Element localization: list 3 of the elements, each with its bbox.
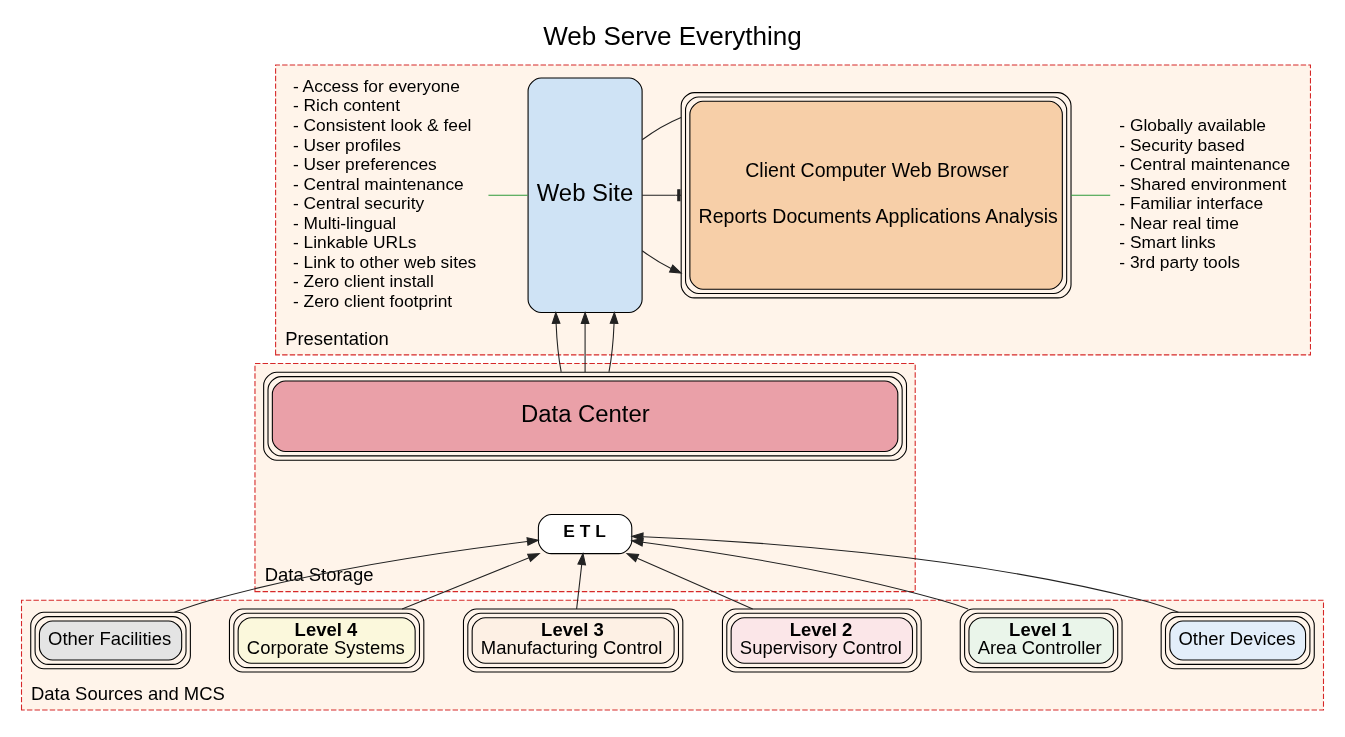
diagram-title: Web Serve Everything [543,20,802,51]
node-text: - Access for everyone - Rich content - Consistent look & feel - User profiles - User preferences - Central maintenance - Central security - Multi-lingual - Linkable URLs - Link to other web sites - Zero client install - Zero client footprint [292,75,477,311]
node-text: - Globally available - Security based - Central maintenance - Shared environment - Familiar interface - Near real time - Smart links - 3rd party tools [1119,114,1291,272]
